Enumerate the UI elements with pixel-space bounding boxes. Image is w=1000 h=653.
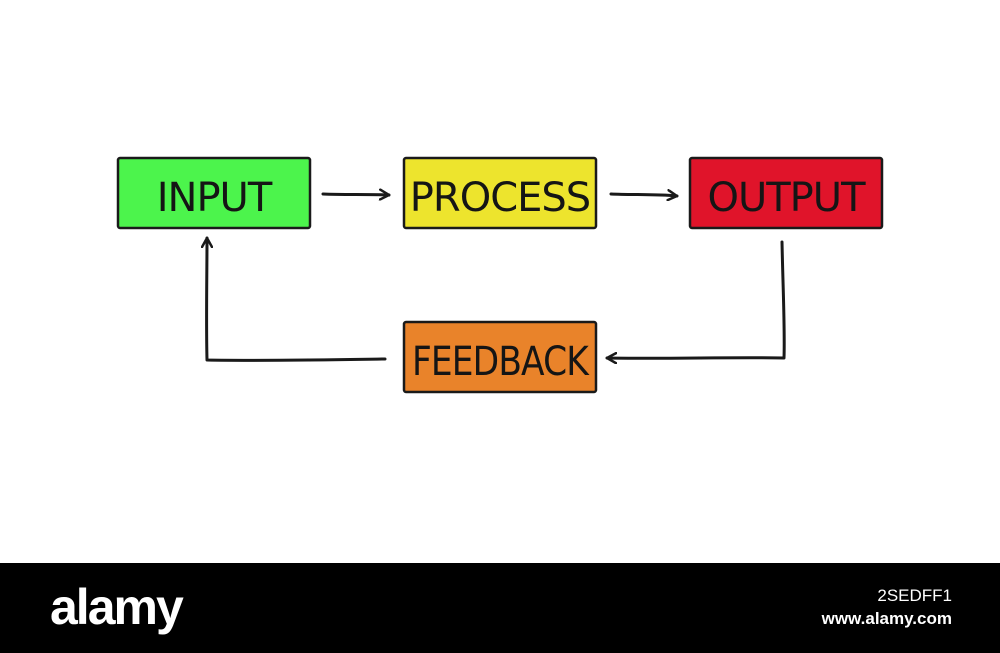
node-feedback-label: FEEDBACK (412, 339, 590, 385)
arrow-feedback-to-input (207, 236, 387, 362)
node-input-box (116, 156, 312, 230)
node-output-label: OUTPUT (707, 175, 866, 221)
node-feedback-box (402, 320, 598, 394)
image-id: 2SEDFF1 (877, 586, 952, 605)
node-input: INPUT (116, 156, 312, 230)
arrow-output-to-feedback (605, 240, 786, 358)
arrow-input-to-process (321, 194, 391, 195)
node-output: OUTPUT (688, 156, 884, 230)
site-url: www.alamy.com (821, 609, 952, 628)
brand-logo: alamy (50, 579, 184, 635)
flow-diagram: INPUT PROCESS OUTPUT FEEDBACK (116, 156, 884, 394)
node-process-label: PROCESS (410, 175, 590, 221)
node-feedback: FEEDBACK (402, 320, 598, 394)
arrow-process-to-output (609, 194, 679, 196)
node-input-label: INPUT (157, 175, 273, 221)
watermark-bar: alamy 2SEDFF1 www.alamy.com (0, 563, 1000, 653)
node-process-box (402, 156, 598, 230)
node-output-box (688, 156, 884, 230)
node-process: PROCESS (402, 156, 598, 230)
